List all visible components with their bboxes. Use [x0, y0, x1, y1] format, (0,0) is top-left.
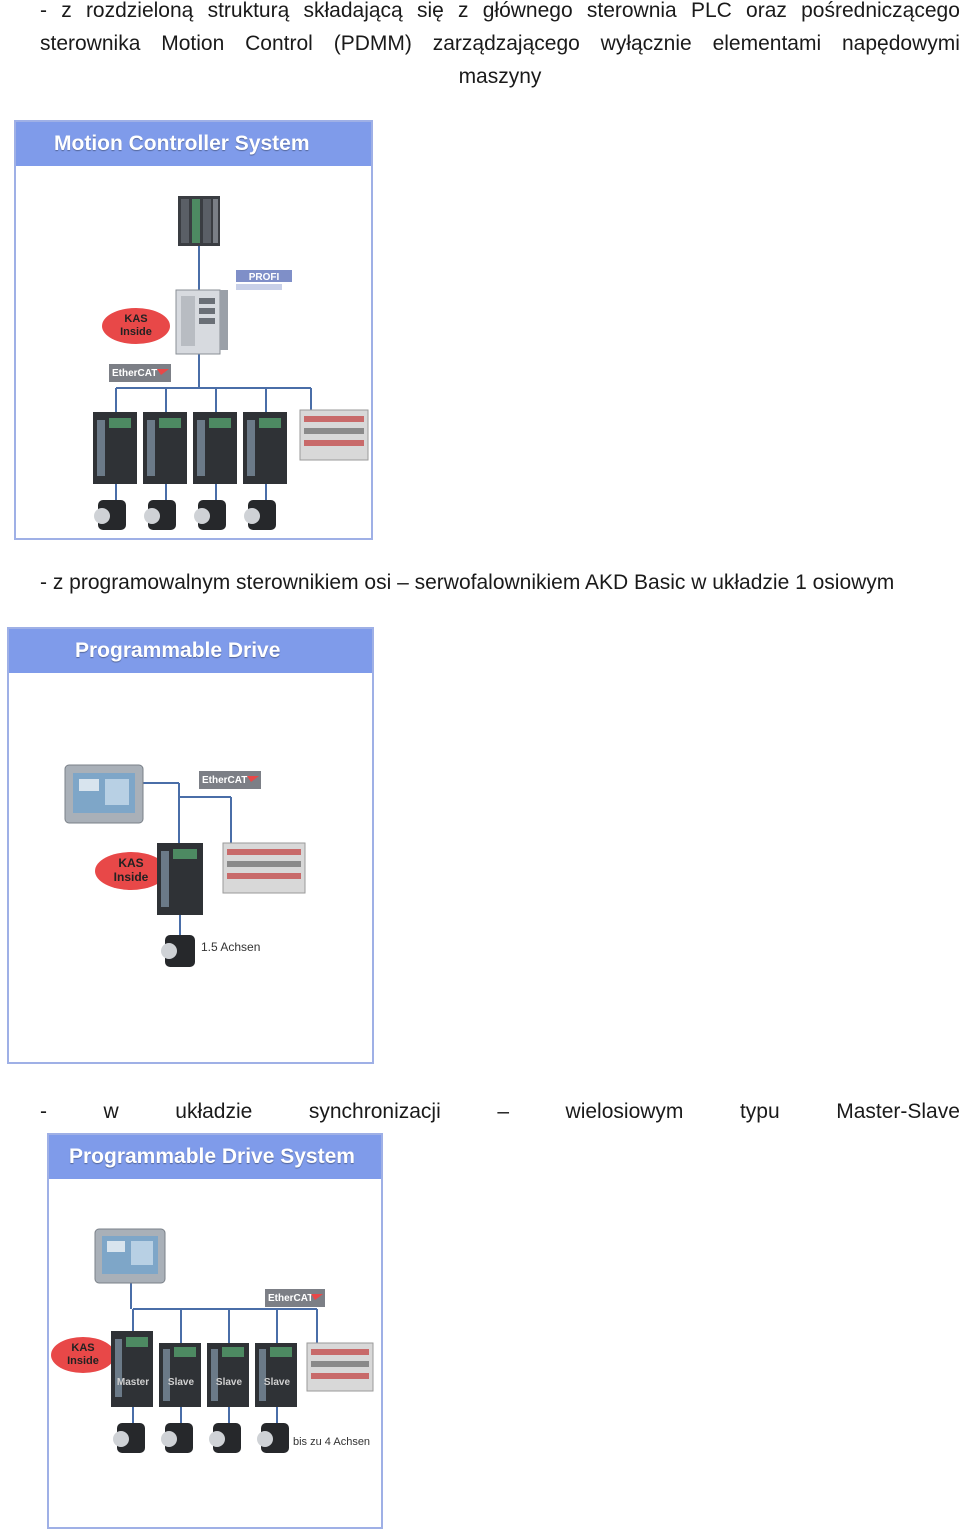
figure-programmable-drive: Programmable Drive EtherCAT KAS Inside [7, 627, 374, 1064]
svg-text:KAS: KAS [118, 856, 143, 870]
kas-inside-badge: KAS Inside [95, 852, 167, 890]
word: głównego [482, 0, 573, 22]
hmi-panel-icon [94, 1228, 166, 1284]
word: składającą [303, 0, 403, 22]
svg-text:Inside: Inside [67, 1355, 99, 1367]
paragraph-line: sterownika Motion Control (PDMM) zarządzając… [40, 27, 960, 60]
kas-inside-badge: KAS Inside [51, 1337, 115, 1373]
svg-text:Inside: Inside [120, 326, 152, 338]
word: w [103, 1100, 119, 1123]
servo-drive-icon [93, 412, 137, 484]
word: wielosiowym [565, 1100, 684, 1123]
word: sterownika [40, 32, 141, 55]
svg-text:PROFI: PROFI [249, 272, 280, 283]
servo-drive-icon [243, 412, 287, 484]
svg-text:EtherCAT: EtherCAT [112, 368, 157, 379]
figure-title: Programmable Drive System [49, 1135, 381, 1179]
paragraph-line: maszyny [458, 65, 542, 88]
word: oraz [746, 0, 787, 22]
figure-motion-controller-system: Motion Controller System PROFI [14, 120, 373, 540]
word: zarządzającego [432, 32, 580, 55]
drive-label: Slave [216, 1377, 243, 1388]
servo-motor-icon [161, 1423, 193, 1453]
svg-text:EtherCAT: EtherCAT [268, 1293, 313, 1304]
ethercat-logo: EtherCAT [109, 364, 171, 382]
word: pośredniczącego [801, 0, 960, 22]
word: z [61, 0, 72, 22]
word: Master-Slave [836, 1100, 960, 1123]
svg-text:EtherCAT: EtherCAT [202, 775, 247, 786]
hmi-panel-icon [64, 764, 144, 824]
word: rozdzieloną [85, 0, 194, 22]
servo-drive-icon: Slave [255, 1343, 297, 1407]
drive-label: Master [117, 1377, 149, 1388]
word: strukturą [207, 0, 290, 22]
word: napędowymi [842, 32, 960, 55]
word: - [40, 1100, 47, 1123]
svg-text:KAS: KAS [71, 1342, 94, 1354]
servo-motor-icon [194, 500, 226, 530]
svg-text:Inside: Inside [114, 870, 149, 884]
profibus-logo: PROFI [236, 270, 292, 290]
io-module-icon [306, 1342, 374, 1392]
axes-label: bis zu 4 Achsen [293, 1436, 370, 1448]
paragraph-line: - w układzie synchronizacji – wielosiowym typu… [40, 1095, 960, 1128]
word: z [458, 0, 469, 22]
word: Motion [161, 32, 225, 55]
word: synchronizacji [308, 1100, 441, 1123]
drive-label: Slave [168, 1377, 195, 1388]
servo-motor-icon [209, 1423, 241, 1453]
word: wyłącznie [600, 32, 692, 55]
word: Control [245, 32, 313, 55]
servo-motor-icon [161, 935, 195, 967]
servo-drive-icon: Slave [159, 1343, 201, 1407]
svg-text:KAS: KAS [124, 313, 147, 325]
paragraph-master-slave: - w układzie synchronizacji – wielosiowym typu… [40, 1095, 960, 1128]
pdmm-controller-icon [175, 289, 228, 355]
kas-inside-badge: KAS Inside [102, 308, 170, 344]
servo-motor-icon [257, 1423, 289, 1453]
word: (PDMM) [333, 32, 412, 55]
ethercat-logo: EtherCAT [265, 1289, 325, 1307]
word: - [40, 0, 47, 22]
ethercat-logo: EtherCAT [199, 771, 261, 789]
word: układzie [175, 1100, 253, 1123]
word: PLC [690, 0, 732, 22]
word: – [497, 1100, 509, 1123]
diagram-motion-controller: PROFI KAS Inside EtherCAT [93, 196, 369, 530]
word: typu [739, 1100, 780, 1123]
figure-programmable-drive-system: Programmable Drive System EtherCAT KAS I… [47, 1133, 383, 1529]
io-module-icon [299, 409, 369, 461]
servo-drive-icon [143, 412, 187, 484]
word: się [416, 0, 444, 22]
word: sterownia [586, 0, 677, 22]
servo-motor-icon [144, 500, 176, 530]
figure-title: Programmable Drive [9, 629, 372, 673]
paragraph-programmable-drive: - z programowalnym sterownikiem osi – se… [40, 571, 895, 594]
diagram-programmable-drive: EtherCAT KAS Inside 1.5 Achsen [64, 764, 306, 967]
diagram-programmable-drive-system: EtherCAT KAS Inside Master Slave Slave S… [51, 1228, 374, 1453]
plc-rack-icon [178, 196, 220, 246]
drive-label: Slave [264, 1377, 291, 1388]
io-module-icon [222, 842, 306, 894]
servo-drive-icon [157, 843, 203, 915]
servo-drive-icon: Slave [207, 1343, 249, 1407]
word: elementami [712, 32, 822, 55]
figure-title: Motion Controller System [16, 122, 371, 166]
servo-drive-icon [193, 412, 237, 484]
servo-drive-icon: Master [111, 1331, 153, 1407]
servo-motor-icon [94, 500, 126, 530]
servo-motor-icon [244, 500, 276, 530]
servo-motor-icon [113, 1423, 145, 1453]
axes-label: 1.5 Achsen [201, 940, 260, 954]
